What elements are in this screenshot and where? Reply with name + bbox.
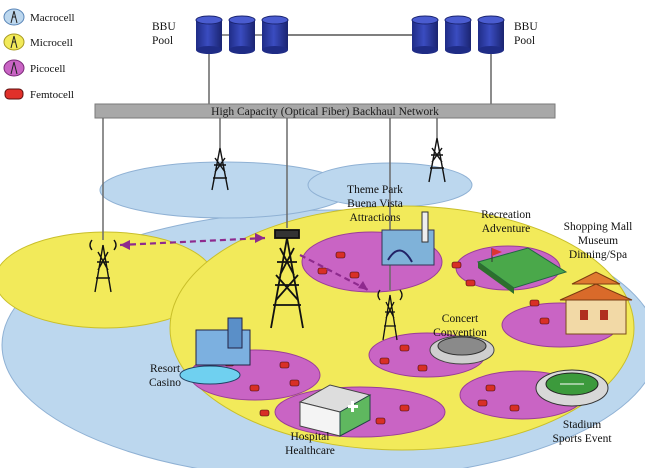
bbu-right-label-2: Pool: [514, 35, 535, 47]
coordination-links: [119, 236, 369, 291]
legend-item-macrocell: Macrocell: [3, 8, 75, 26]
central-tower-icon: [270, 229, 304, 329]
concert-label: Concert: [442, 313, 479, 325]
resort-label: Resort: [150, 363, 181, 375]
backhaul-bar: [94, 103, 556, 119]
bbu-pool-left: [195, 15, 289, 54]
pico-tower-icon: [377, 289, 403, 341]
svg-text:Microcell: Microcell: [30, 37, 73, 49]
resort-label-2: Casino: [149, 377, 181, 389]
resort-icon: [179, 317, 251, 385]
concert-icon: [429, 335, 495, 365]
theme-park-icon: [381, 211, 435, 266]
bbu-pool-right: [411, 15, 505, 54]
shopping-label-2: Museum: [578, 235, 618, 247]
stadium-label-2: Sports Event: [552, 433, 612, 445]
macro-tower-icon: [211, 137, 446, 191]
stadium-icon: [535, 369, 609, 407]
svg-text:Macrocell: Macrocell: [30, 12, 75, 24]
hospital-icon: [298, 384, 372, 437]
svg-text:Picocell: Picocell: [30, 63, 65, 75]
hospital-label-2: Healthcare: [285, 445, 335, 457]
bbu-right-label: BBU: [514, 21, 538, 33]
recreation-label-2: Adventure: [482, 223, 531, 235]
hospital-label: Hospital: [291, 431, 330, 443]
shopping-label: Shopping Mall: [564, 221, 633, 233]
svg-text:Femtocell: Femtocell: [30, 89, 74, 101]
recreation-label: Recreation: [481, 209, 531, 221]
concert-label-2: Convention: [433, 327, 487, 339]
legend-item-femtocell: Femtocell: [4, 88, 74, 101]
theme-park-label: Theme Park: [347, 184, 403, 196]
micro-tower-left-icon: [89, 239, 117, 293]
theme-park-label-3: Attractions: [349, 212, 401, 224]
legend: Macrocell Microcell Picocell Femtocell: [3, 8, 75, 101]
recreation-icon: [476, 247, 568, 294]
shopping-label-3: Dinning/Spa: [569, 249, 627, 261]
legend-item-microcell: Microcell: [3, 33, 73, 51]
theme-park-label-2: Buena Vista: [347, 198, 403, 210]
stadium-label: Stadium: [563, 419, 601, 431]
area-labels: Theme Park Buena Vista Attractions Recre…: [149, 184, 632, 457]
bbu-left-label: BBU: [152, 21, 176, 33]
shopping-mall-icon: [559, 271, 633, 335]
legend-item-picocell: Picocell: [3, 59, 65, 77]
backhaul-label: High Capacity (Optical Fiber) Backhaul N…: [211, 106, 439, 118]
bbu-left-label-2: Pool: [152, 35, 173, 47]
